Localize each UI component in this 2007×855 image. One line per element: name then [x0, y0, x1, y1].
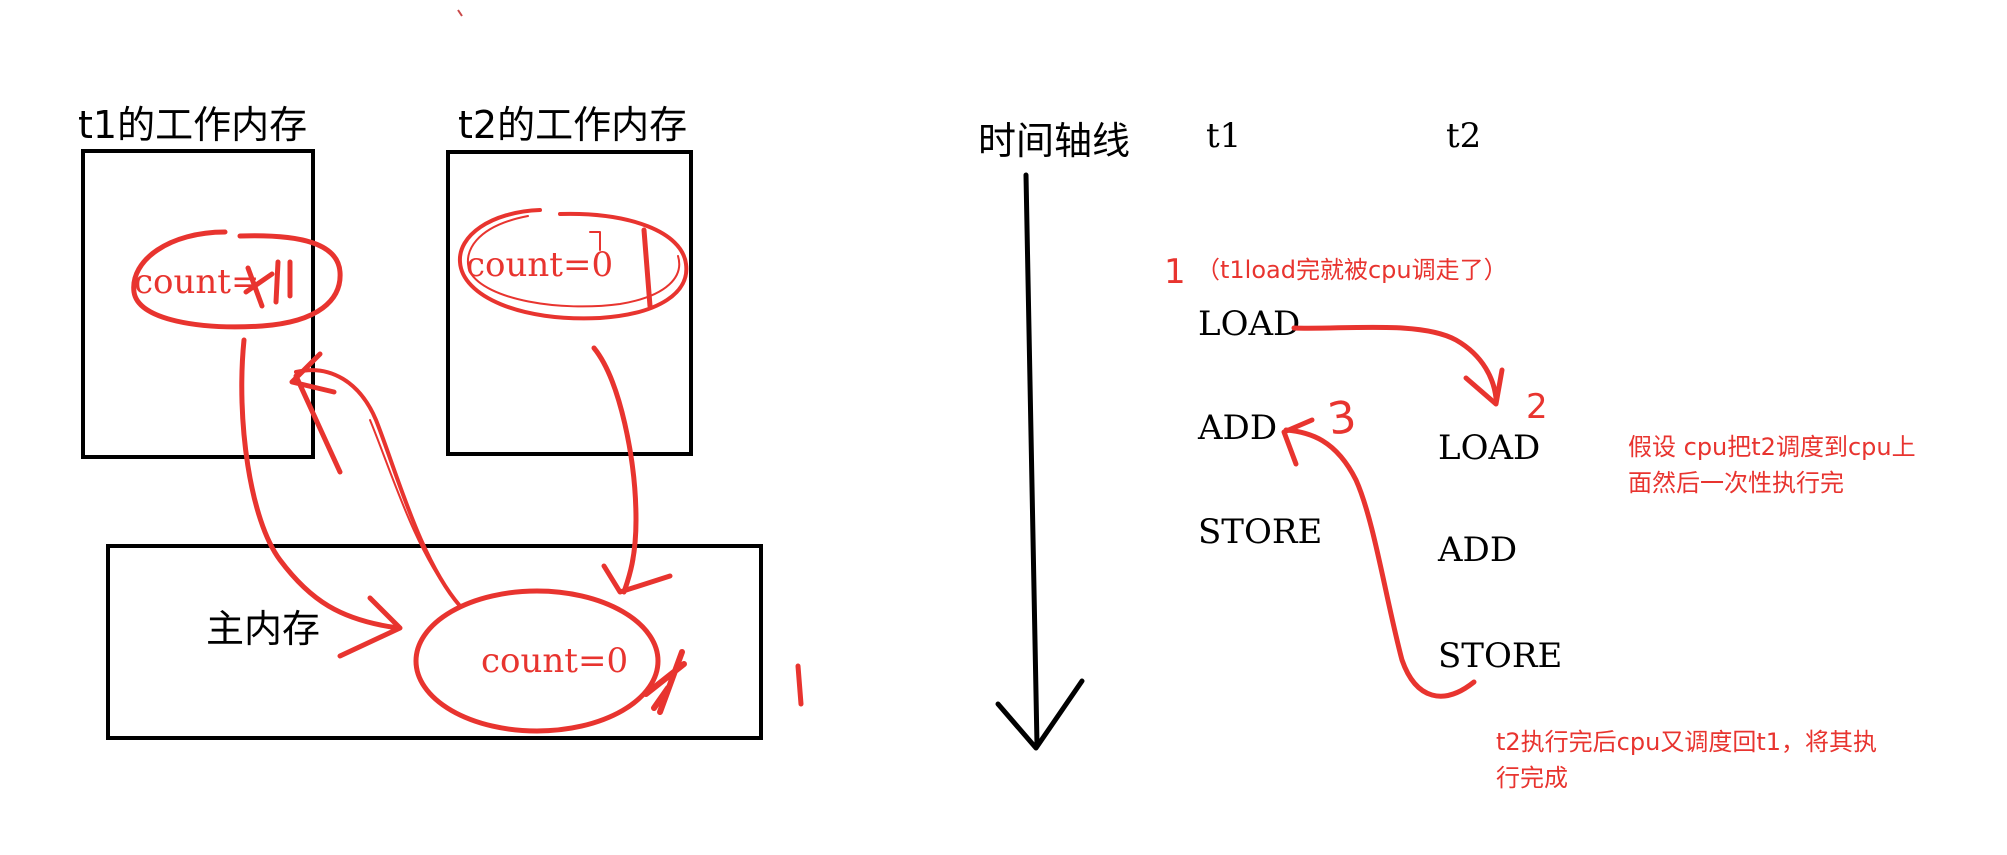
main-count-text: count=0	[481, 641, 629, 681]
t2-count-tick	[641, 227, 653, 309]
arrow-t1-to-main-head	[337, 595, 403, 659]
time-axis-label: 时间轴线	[978, 119, 1131, 163]
step-1-note: （t1load完就被cpu调走了）	[1196, 256, 1508, 284]
arrow-step1-to-step2	[1291, 324, 1499, 401]
t2-count-circle-inner	[466, 215, 681, 308]
time-axis-arrowhead	[995, 678, 1085, 751]
arrow-t1-to-main	[239, 337, 401, 631]
t2-count-text: count=0	[466, 245, 614, 285]
arrow-store-to-add	[1283, 427, 1477, 699]
t2-count-circle	[457, 208, 689, 321]
t2-op-store: STORE	[1438, 636, 1563, 676]
step-1-number: 1	[1164, 252, 1186, 292]
main-count-ellipse	[413, 588, 661, 734]
t1-working-memory-box	[81, 149, 315, 459]
t2-column-header: t2	[1446, 116, 1482, 156]
t1-count-scribble	[243, 259, 293, 309]
arrow-t2-to-main	[591, 345, 639, 595]
t1-op-add: ADD	[1198, 408, 1278, 448]
t2-op-add: ADD	[1438, 530, 1518, 570]
t2-op-load: LOAD	[1438, 428, 1541, 468]
t1-memory-title: t1的工作内存	[78, 103, 308, 147]
main-count-tick	[795, 663, 804, 707]
arrow-step1-to-step2-head	[1463, 367, 1505, 407]
t1-resume-note: t2执行完后cpu又调度回t1，将其执行完成	[1496, 728, 1877, 792]
t1-column-header: t1	[1206, 116, 1242, 156]
arrow-main-to-t1-shadow	[369, 419, 453, 597]
arrow-t2-to-main-head	[601, 563, 673, 595]
arrow-main-to-t1	[294, 368, 462, 608]
time-axis-line	[1023, 172, 1040, 748]
t1-op-load: LOAD	[1198, 304, 1301, 344]
t1-count-circle	[131, 229, 343, 330]
t1-count-text: count=	[134, 262, 260, 302]
t2-working-memory-box	[446, 150, 693, 456]
stray-mark	[457, 9, 463, 17]
main-count-cross	[643, 649, 687, 715]
main-memory-title: 主内存	[206, 607, 321, 651]
step-2-number: 2	[1526, 387, 1548, 427]
main-memory-box	[106, 544, 763, 740]
arrow-store-to-add-head	[1281, 417, 1315, 467]
t2-count-bracket	[589, 231, 601, 251]
t1-op-store: STORE	[1198, 512, 1323, 552]
arrow-main-to-t1-head	[289, 351, 343, 475]
t2-memory-title: t2的工作内存	[458, 103, 688, 147]
t2-schedule-note: 假设 cpu把t2调度到cpu上面然后一次性执行完	[1628, 433, 1916, 497]
